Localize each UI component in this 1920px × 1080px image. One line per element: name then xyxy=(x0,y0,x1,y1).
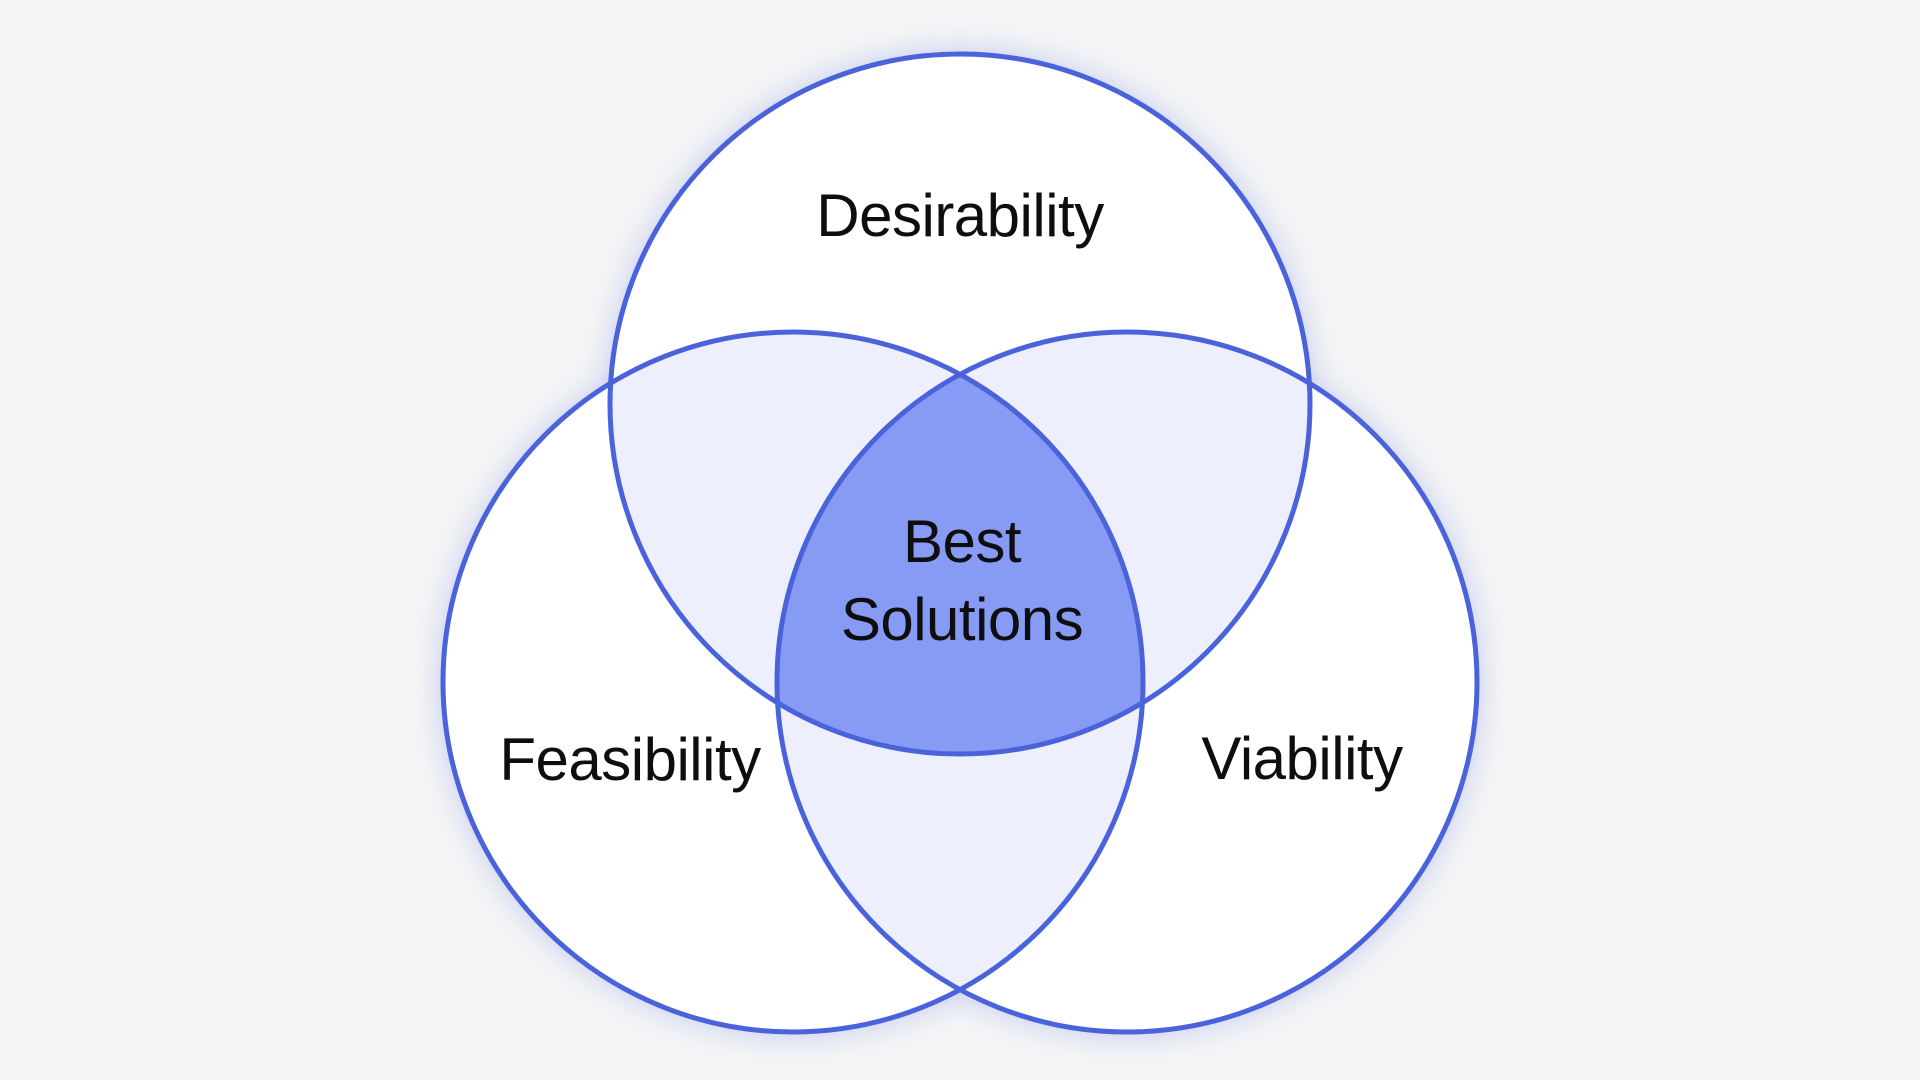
best-solutions-label-line1: Best xyxy=(902,508,1022,575)
best-solutions-label: Best Solutions xyxy=(840,503,1084,659)
viability-label: Viability xyxy=(1201,725,1403,792)
overlap-center-best-solutions xyxy=(777,332,1143,754)
feasibility-label: Feasibility xyxy=(499,726,761,793)
desirability-circle-outline xyxy=(607,51,1313,757)
feasibility-circle-outline xyxy=(440,329,1146,1035)
best-solutions-label-line2: Solutions xyxy=(840,586,1084,653)
venn-circle-outlines xyxy=(440,51,1480,1035)
desirability-label: Desirability xyxy=(816,182,1104,249)
viability-circle-outline xyxy=(774,329,1480,1035)
